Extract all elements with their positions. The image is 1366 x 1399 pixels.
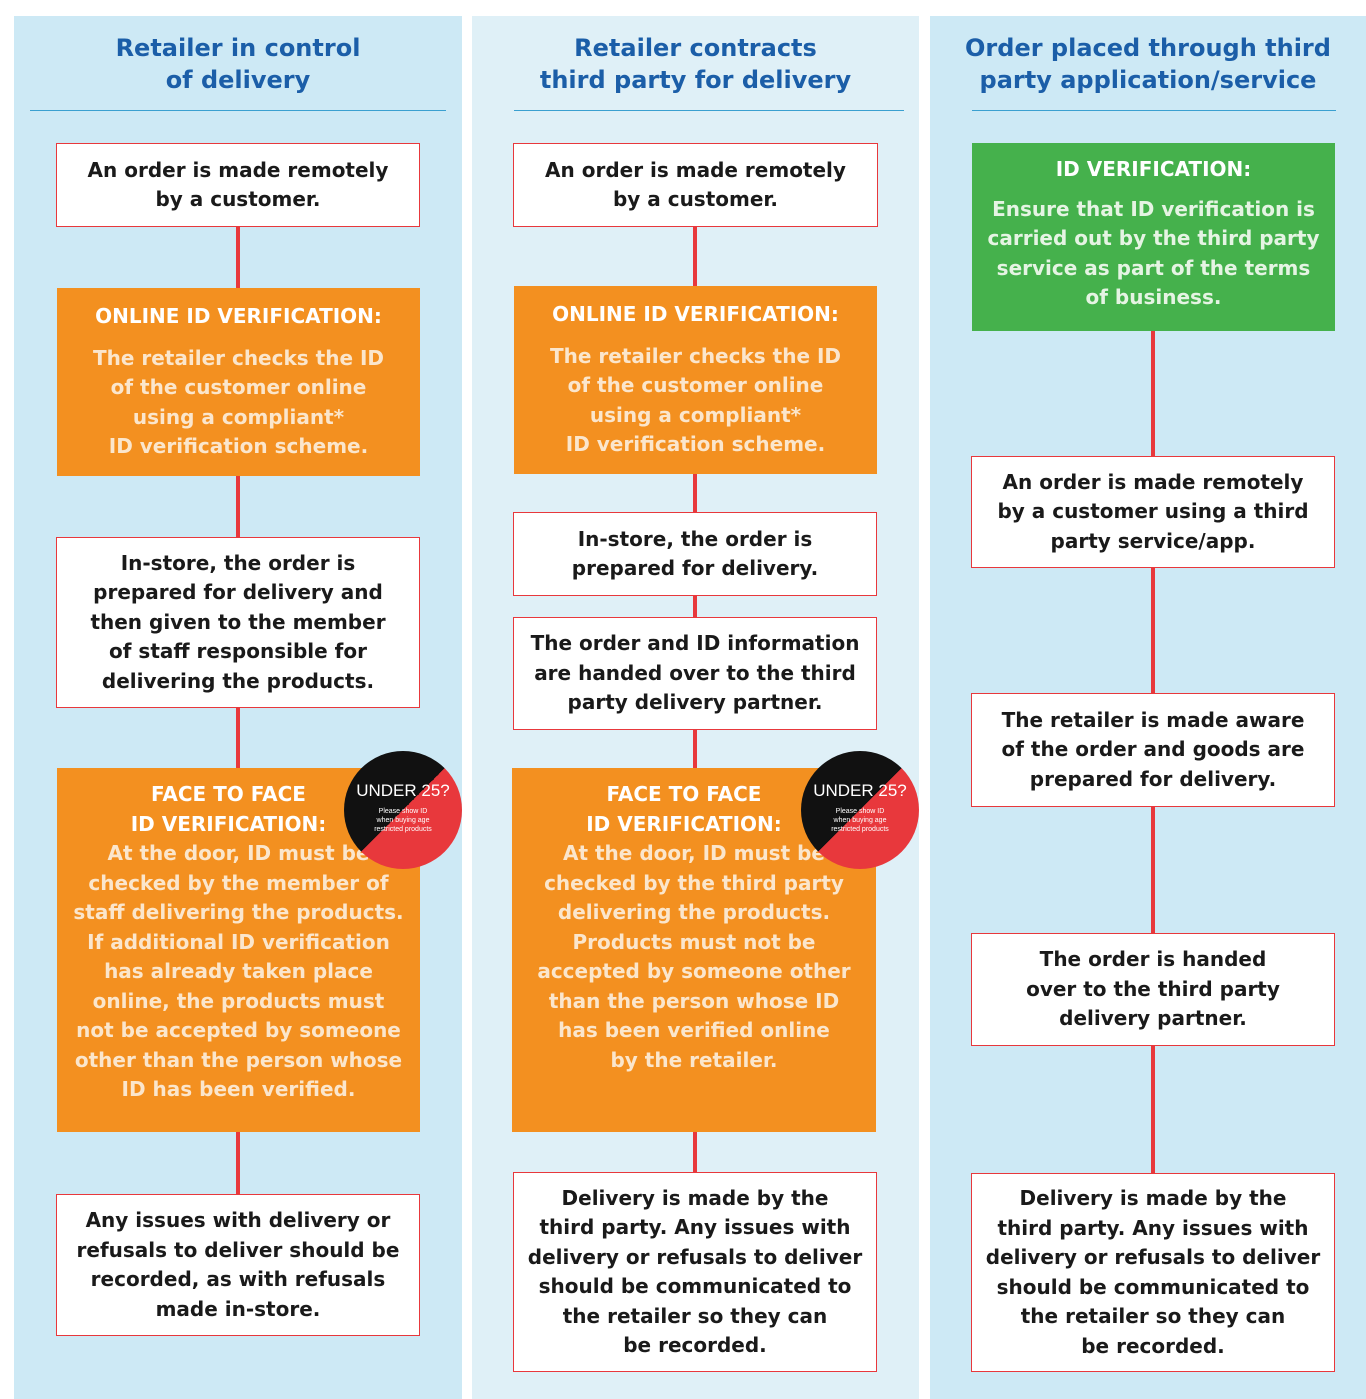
step-heading: ONLINE ID VERIFICATION: bbox=[552, 302, 839, 327]
step-text: An order is made remotely by a customer. bbox=[545, 157, 846, 212]
step-text: Delivery is made by the third party. Any… bbox=[985, 1186, 1321, 1358]
flow-connector bbox=[693, 473, 697, 513]
step-text: Delivery is made by the third party. Any… bbox=[527, 1185, 863, 1358]
step-retailer-aware: The retailer is made aware of the order … bbox=[971, 693, 1335, 807]
step-order-prepared: In-store, the order is prepared for deli… bbox=[513, 512, 877, 596]
step-text: In-store, the order is prepared for deli… bbox=[571, 526, 819, 581]
step-text: The order is handed over to the third pa… bbox=[1026, 947, 1280, 1031]
flow-connector bbox=[236, 226, 240, 288]
step-delivery-made: Delivery is made by the third party. Any… bbox=[513, 1172, 877, 1372]
step-text: An order is made remotely by a customer … bbox=[997, 469, 1309, 553]
step-body: At the door, ID must be checked by the m… bbox=[73, 841, 404, 1101]
step-text: The retailer is made aware of the order … bbox=[1001, 707, 1305, 791]
step-text: Any issues with delivery or refusals to … bbox=[76, 1208, 400, 1321]
column-title: Order placed through third party applica… bbox=[965, 34, 1331, 94]
flow-connector bbox=[693, 226, 697, 287]
step-handover-to-partner: The order is handed over to the third pa… bbox=[971, 933, 1335, 1046]
under-25-badge: UNDER 25? Please show ID when buying age… bbox=[801, 751, 919, 869]
step-order-prepared: In-store, the order is prepared for deli… bbox=[56, 537, 420, 708]
step-body: The retailer checks the ID of the custom… bbox=[92, 345, 385, 459]
step-record-issues: Any issues with delivery or refusals to … bbox=[56, 1194, 420, 1336]
badge-subtitle: Please show ID when buying age restricte… bbox=[374, 808, 432, 833]
title-divider bbox=[30, 110, 446, 111]
flow-connector bbox=[236, 475, 240, 537]
step-body: Ensure that ID verification is carried o… bbox=[987, 196, 1320, 310]
step-heading: FACE TO FACE ID VERIFICATION: bbox=[586, 782, 782, 836]
step-order-made: An order is made remotely by a customer. bbox=[56, 143, 420, 227]
badge-title: UNDER 25? bbox=[813, 781, 907, 800]
flow-connector bbox=[693, 1131, 697, 1173]
step-text: The order and ID information are handed … bbox=[530, 631, 860, 715]
flow-connector bbox=[1151, 806, 1155, 934]
badge-subtitle: Please show ID when buying age restricte… bbox=[831, 808, 889, 833]
step-text: An order is made remotely by a customer. bbox=[87, 157, 389, 212]
flow-connector bbox=[236, 707, 240, 769]
column-title: Retailer in control of delivery bbox=[115, 34, 361, 94]
flow-connector bbox=[1151, 330, 1155, 457]
step-heading: ID VERIFICATION: bbox=[1055, 157, 1252, 181]
step-heading: FACE TO FACE ID VERIFICATION: bbox=[130, 782, 327, 836]
column-title: Retailer contracts third party for deliv… bbox=[539, 34, 852, 94]
step-body: The retailer checks the ID of the custom… bbox=[549, 343, 842, 457]
title-divider bbox=[972, 110, 1336, 111]
flow-connector bbox=[693, 595, 697, 618]
step-delivery-made: Delivery is made by the third party. Any… bbox=[971, 1173, 1335, 1372]
badge-title: UNDER 25? bbox=[356, 781, 450, 800]
title-divider bbox=[514, 110, 904, 111]
step-id-verification: ID VERIFICATION: Ensure that ID verifica… bbox=[972, 143, 1335, 331]
flow-connector bbox=[236, 1131, 240, 1195]
under-25-badge: UNDER 25? Please show ID when buying age… bbox=[344, 751, 462, 869]
step-online-id-verification: ONLINE ID VERIFICATION: The retailer che… bbox=[57, 288, 420, 476]
step-heading: ONLINE ID VERIFICATION: bbox=[95, 304, 382, 329]
flow-connector bbox=[1151, 1045, 1155, 1174]
step-order-made: An order is made remotely by a customer. bbox=[513, 143, 878, 227]
step-order-via-app: An order is made remotely by a customer … bbox=[971, 456, 1335, 568]
flow-connector bbox=[693, 729, 697, 769]
flow-connector bbox=[1151, 567, 1155, 694]
step-online-id-verification: ONLINE ID VERIFICATION: The retailer che… bbox=[514, 286, 877, 474]
step-handover-to-partner: The order and ID information are handed … bbox=[513, 617, 877, 730]
step-body: At the door, ID must be checked by the t… bbox=[537, 841, 851, 1072]
step-text: In-store, the order is prepared for deli… bbox=[90, 550, 386, 693]
